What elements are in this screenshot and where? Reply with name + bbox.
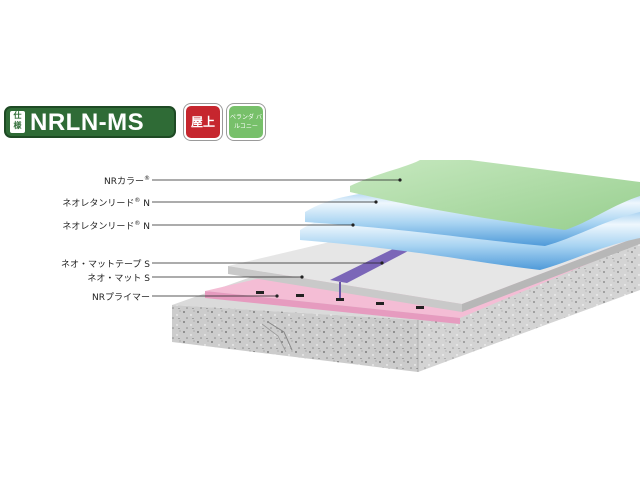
concrete-side bbox=[418, 238, 640, 372]
layer-label-suffix: N bbox=[140, 222, 150, 232]
registered-mark: ® bbox=[144, 175, 150, 182]
layer-label-text: NRカラー bbox=[104, 177, 144, 187]
veranda-tag: ベランダ バルコニー bbox=[229, 106, 263, 138]
leader-lines bbox=[152, 179, 400, 297]
spec-code: NRLN-MS bbox=[30, 109, 145, 136]
spec-prefix: 仕様 bbox=[10, 111, 25, 133]
layer-label-urethane-2: ネオレタンリード® N bbox=[62, 196, 150, 209]
layer-label-text: ネオ・マットテープ S bbox=[60, 260, 150, 270]
layer-label-primer: NRプライマー bbox=[92, 290, 150, 303]
mat-fixings bbox=[256, 291, 424, 309]
roof-tag: 屋上 bbox=[186, 106, 220, 138]
concrete-front bbox=[172, 305, 418, 372]
layer-label-text: NRプライマー bbox=[92, 293, 150, 303]
leader-dots bbox=[275, 178, 402, 298]
layer-label-text: ネオレタンリード bbox=[62, 222, 135, 232]
spec-badge: 仕様 NRLN-MS bbox=[4, 106, 176, 138]
layer-label-text: ネオレタンリード bbox=[62, 199, 135, 209]
topcoat-layer bbox=[350, 160, 640, 230]
layer-label-mat: ネオ・マット S bbox=[87, 271, 150, 284]
layer-label-suffix: N bbox=[140, 199, 150, 209]
layer-label-tape: ネオ・マットテープ S bbox=[61, 257, 150, 270]
registered-mark: ® bbox=[134, 220, 141, 227]
layer-label-text: ネオ・マット S bbox=[87, 274, 150, 284]
tape-strip bbox=[330, 248, 412, 283]
layer-label-topcoat: NRカラー® bbox=[104, 174, 150, 187]
registered-mark: ® bbox=[134, 197, 141, 204]
layer-label-urethane-1: ネオレタンリード® N bbox=[62, 219, 150, 232]
